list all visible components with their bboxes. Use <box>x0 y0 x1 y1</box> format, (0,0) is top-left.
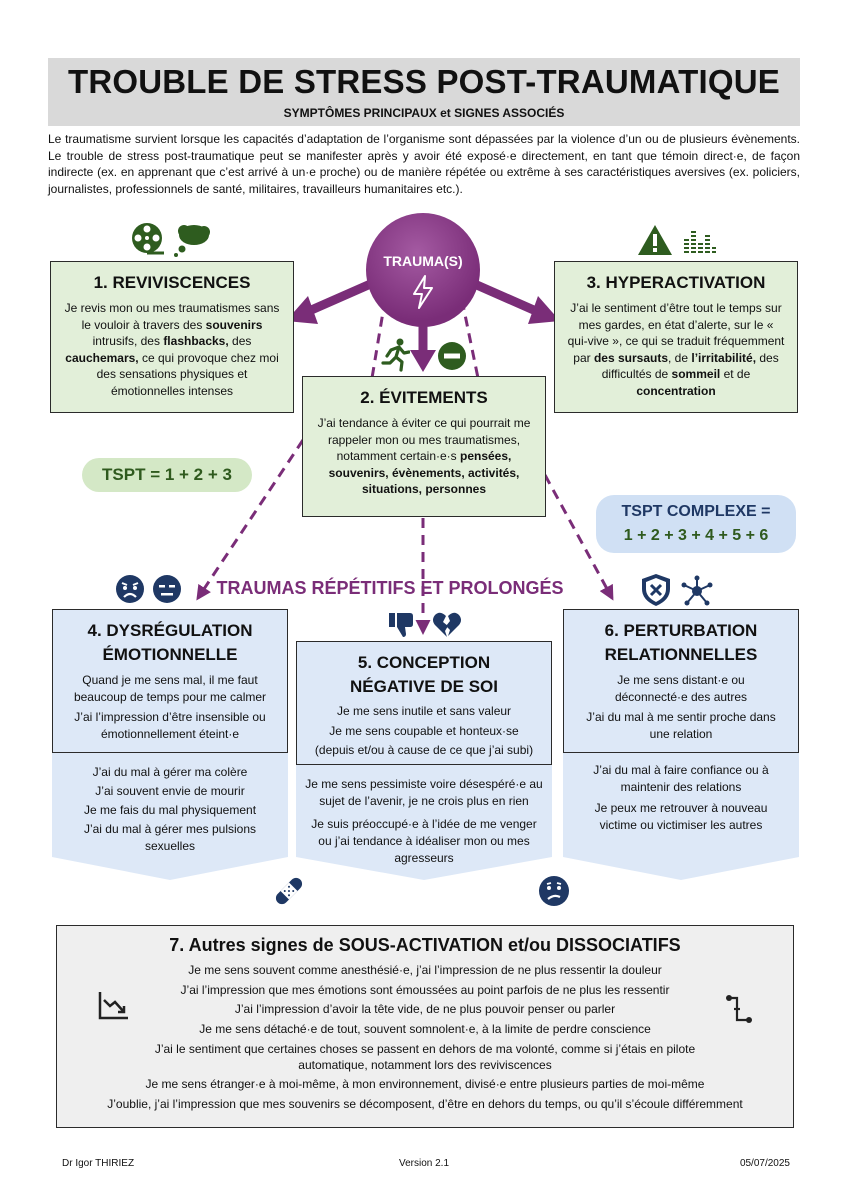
trauma-circle: TRAUMA(S) <box>366 213 480 327</box>
footer-date: 05/07/2025 <box>739 1158 790 1169</box>
dysregulation-item-2: J’ai l’impression d’être insensible ou é… <box>74 710 266 741</box>
tspt-complexe-formula: 1 + 2 + 3 + 4 + 5 + 6 <box>623 527 769 544</box>
dysregulation-extra-2: J’ai souvent envie de mourir <box>95 784 245 798</box>
box-reviviscences: 1. REVIVISCENCES Je revis mon ou mes tra… <box>50 261 294 413</box>
footer-version: Version 2.1 <box>398 1158 450 1169</box>
box-perturbation-extra: J’ai du mal à faire confiance ou à maint… <box>563 752 799 880</box>
box-dysregulation-extra: J’ai du mal à gérer ma colère J’ai souve… <box>52 752 288 880</box>
box-dysregulation-title-1: 4. DYSRÉGULATION <box>87 621 253 640</box>
worried-face-icon <box>539 876 569 906</box>
box-hyperactivation: 3. HYPERACTIVATION J’ai le sentiment d’ê… <box>554 261 798 413</box>
dashed-trauma-right <box>460 299 480 379</box>
running-person-icon <box>381 338 410 372</box>
conception-extra-1: Je me sens pessimiste voire désespéré·e … <box>305 777 543 808</box>
sous-activation-item-6: Je me sens étranger·e à moi-même, à mon … <box>145 1077 705 1091</box>
thought-bubble-icon <box>174 225 210 257</box>
neutral-face-icon <box>153 575 181 603</box>
thumbs-down-icon <box>389 613 413 637</box>
box-perturbation-title-1: 6. PERTURBATION <box>604 621 758 640</box>
shield-x-icon <box>642 574 670 606</box>
conception-item-3: (depuis et/ou à cause de ce que j’ai sub… <box>314 743 534 757</box>
box-sous-activation-title: 7. Autres signes de SOUS-ACTIVATION et/o… <box>169 935 681 955</box>
box-conception-title-2: NÉGATIVE DE SOI <box>350 677 498 696</box>
box-perturbation-title-2: RELATIONNELLES <box>604 645 758 664</box>
box-conception-title-1: 5. CONCEPTION <box>357 653 491 672</box>
perturbation-item-1: Je me sens distant·e ou déconnecté·e des… <box>614 673 748 704</box>
conception-item-2: Je me sens coupable et honteux·se <box>329 723 519 738</box>
arrow-to-hyperactivation <box>468 277 547 320</box>
footer-author: Dr Igor THIRIEZ <box>62 1158 135 1169</box>
box-dysregulation-title-2: ÉMOTIONNELLE <box>102 645 238 664</box>
perturbation-item-2: J’ai du mal à me sentir proche dans une … <box>586 710 776 741</box>
tspt-complexe-label: TSPT COMPLEXE = <box>621 503 771 520</box>
arrowhead-evitements <box>410 350 436 372</box>
arrowhead-hyperactivation <box>528 296 560 324</box>
trauma-label: TRAUMA(S) <box>383 253 463 269</box>
lightning-icon <box>413 275 433 309</box>
sous-activation-item-3: J’ai l’impression d’avoir la tête vide, … <box>234 1002 616 1016</box>
conception-item-1: Je me sens inutile et sans valeur <box>336 704 512 718</box>
page-title: TROUBLE DE STRESS POST-TRAUMATIQUE <box>67 63 781 100</box>
box-conception-extra: Je me sens pessimiste voire désespéré·e … <box>296 752 552 880</box>
dysregulation-extra-3: Je me fais du mal physiquement <box>83 803 257 817</box>
box-evitements-text: J’ai tendance à éviter ce qui pourrait m… <box>317 416 531 496</box>
broken-heart-icon <box>433 612 461 637</box>
sous-activation-item-1: Je me sens souvent comme anesthésié·e, j… <box>188 963 662 977</box>
sous-activation-item-7: J’oublie, j’ai l’impression que mes souv… <box>107 1096 743 1111</box>
traumas-repetitifs-label: TRAUMAS RÉPÉTITIFS ET PROLONGÉS <box>216 578 564 598</box>
box-evitements-title: 2. ÉVITEMENTS <box>360 388 488 407</box>
sous-activation-item-4: Je me sens détaché·e de tout, souvent so… <box>199 1021 651 1036</box>
equalizer-icon <box>684 231 716 253</box>
bandage-icon <box>275 877 303 905</box>
page-subtitle: SYMPTÔMES PRINCIPAUX et SIGNES ASSOCIÉS <box>283 106 565 120</box>
box-conception: 5. CONCEPTION NÉGATIVE DE SOI Je me sens… <box>296 641 552 765</box>
box-hyperactivation-title: 3. HYPERACTIVATION <box>586 273 766 292</box>
no-entry-icon <box>438 342 466 370</box>
sad-face-icon <box>116 575 144 603</box>
box-perturbation: 6. PERTURBATION RELATIONNELLES Je me sen… <box>563 609 799 753</box>
box-sous-activation: 7. Autres signes de SOUS-ACTIVATION et/o… <box>56 925 794 1128</box>
film-reel-icon <box>132 223 164 255</box>
perturbation-extra-2: Je peux me retrouver à nouveau victime o… <box>594 801 768 832</box>
network-icon <box>681 575 713 606</box>
header-banner: TROUBLE DE STRESS POST-TRAUMATIQUE SYMPT… <box>48 58 800 126</box>
tspt-complexe-pill: TSPT COMPLEXE = 1 + 2 + 3 + 4 + 5 + 6 <box>596 495 796 553</box>
sous-activation-item-2: J’ai l’impression que mes émotions sont … <box>180 982 670 997</box>
dashed-to-box6 <box>543 474 614 601</box>
stepping-icon <box>726 995 752 1023</box>
conception-extra-2: Je suis préoccupé·e à l’idée de me venge… <box>311 817 537 865</box>
warning-icon <box>638 225 672 255</box>
dysregulation-extra-4: J’ai du mal à gérer mes pulsions sexuell… <box>83 822 257 853</box>
dashed-to-box4 <box>196 439 305 601</box>
arrowhead-reviviscences <box>286 296 318 324</box>
box-reviviscences-title: 1. REVIVISCENCES <box>93 273 251 292</box>
declining-chart-icon <box>98 992 128 1020</box>
dashed-trauma-left <box>370 299 387 379</box>
box-dysregulation: 4. DYSRÉGULATION ÉMOTIONNELLE Quand je m… <box>52 609 288 753</box>
perturbation-extra-1: J’ai du mal à faire confiance ou à maint… <box>593 763 769 794</box>
sous-activation-item-5: J’ai le sentiment que certaines choses s… <box>154 1042 696 1072</box>
dysregulation-item-1: Quand je me sens mal, il me faut beaucou… <box>73 673 267 704</box>
box-reviviscences-text: Je revis mon ou mes traumatismes sans le… <box>64 301 280 398</box>
dysregulation-extra-1: J’ai du mal à gérer ma colère <box>92 765 248 779</box>
intro-paragraph: Le traumatisme survient lorsque les capa… <box>48 132 800 196</box>
tspt-formula-pill: TSPT = 1 + 2 + 3 <box>82 458 252 492</box>
box-hyperactivation-text: J’ai le sentiment d’être tout le temps s… <box>567 301 785 398</box>
box-evitements: 2. ÉVITEMENTS J’ai tendance à éviter ce … <box>302 376 546 517</box>
